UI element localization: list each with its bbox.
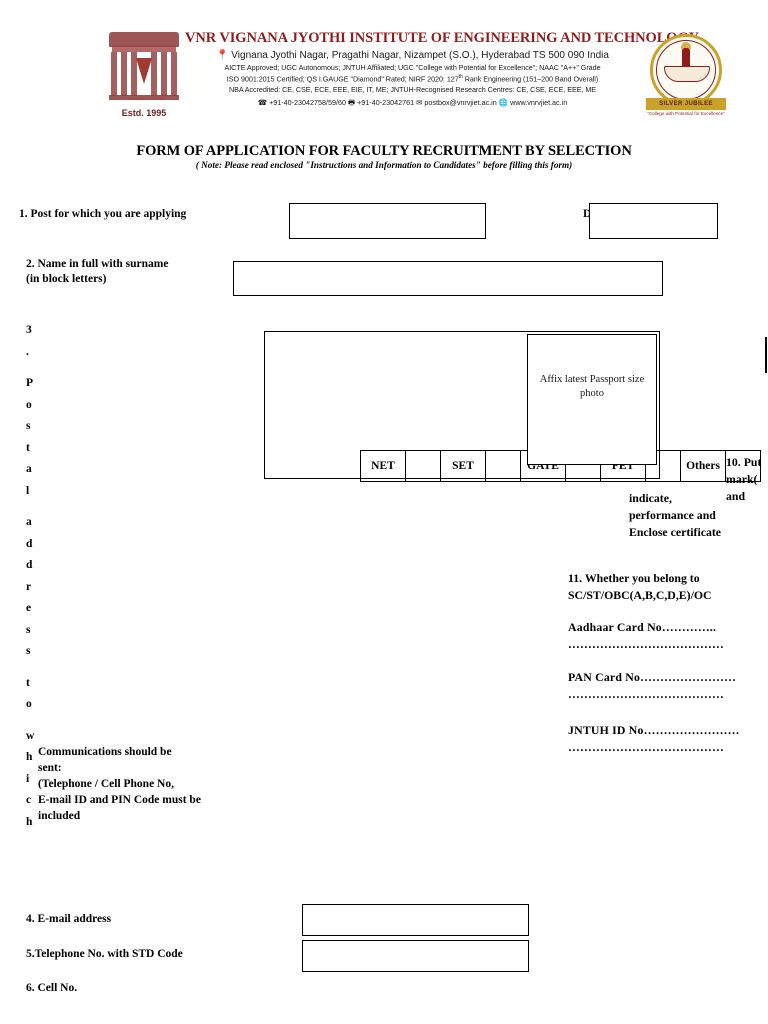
vert-char: h	[26, 815, 33, 828]
vert-gap	[26, 716, 48, 726]
vert-char: c	[26, 794, 32, 806]
question-5-label: 5.Telephone No. with STD Code	[26, 948, 183, 960]
institute-temple-logo: VIGNANA JYOTHI Estd. 1995	[105, 32, 183, 122]
vert-char: d	[26, 559, 33, 571]
phone-icon: ☎	[257, 98, 268, 108]
phone-number: +91-40-23042758/59/60	[269, 98, 347, 108]
vert-char: s	[26, 645, 31, 657]
form-note: ( Note: Please read enclosed "Instructio…	[195, 160, 573, 170]
question-1-partial-label: D	[583, 208, 592, 220]
location-pin-icon: 📍	[216, 50, 229, 61]
email-address-input[interactable]	[302, 904, 529, 936]
institute-address-line: 📍 Vignana Jyothi Nagar, Pragathi Nagar, …	[185, 50, 640, 61]
institute-address-text: Vignana Jyothi Nagar, Pragathi Nagar, Ni…	[231, 50, 609, 61]
pan-card-label: PAN Card No……………………	[568, 670, 737, 684]
jntuh-id-dots[interactable]: …………………………………	[568, 740, 724, 754]
vert-char: e	[26, 602, 32, 614]
institute-name: VNR VIGNANA JYOTHI INSTITUTE OF ENGINEER…	[185, 30, 700, 46]
cell-set-label: SET	[440, 450, 486, 482]
aadhaar-card-label: Aadhaar Card No…………..	[568, 620, 717, 634]
vert-char: .	[26, 345, 29, 358]
right-edge-rule	[765, 337, 767, 373]
accreditation-line-1: AICTE Approved; UGC Autonomous; JNTUH Af…	[224, 63, 601, 72]
vert-char: o	[26, 398, 32, 411]
post-applied-input[interactable]	[289, 203, 486, 239]
vert-char: d	[26, 537, 33, 550]
accreditation-line-2: ISO 9001:2015 Certified; QS I.GAUGE "Dia…	[185, 74, 640, 83]
question-1-label: 1. Post for which you are applying	[19, 208, 187, 220]
temple-logo-graphic: VIGNANA JYOTHI	[109, 32, 179, 104]
question-11-label: 11. Whether you belong to SC/ST/OBC(A,B,…	[568, 571, 712, 602]
question-10-continued-label: indicate, performance and Enclose certif…	[629, 491, 722, 539]
temple-vee-shape	[136, 58, 152, 84]
letterhead-text-block: VNR VIGNANA JYOTHI INSTITUTE OF ENGINEER…	[185, 30, 700, 110]
temple-base-shape	[109, 95, 179, 100]
vert-char: s	[26, 623, 31, 636]
telephone-input[interactable]	[302, 940, 529, 972]
vert-char: 3	[26, 324, 32, 336]
pan-card-dots[interactable]: …………………………………	[568, 687, 724, 701]
contact-line: ☎ +91-40-23042758/59/60 🖶 +91-40-2304276…	[185, 97, 640, 110]
cell-others-label: Others	[680, 450, 726, 482]
vert-char: h	[26, 751, 33, 763]
temple-roof-shape	[109, 32, 179, 47]
jubilee-flame-icon	[681, 42, 691, 52]
vert-char: a	[26, 516, 32, 528]
accreditation-rank-superscript: th	[458, 74, 463, 80]
question-10-cut-label: 10. Put mark( and	[726, 455, 762, 503]
question-6-label: 6. Cell No.	[26, 982, 78, 994]
established-year-label: Estd. 1995	[121, 108, 167, 118]
vert-char: r	[26, 580, 32, 593]
temple-logo-caption: VIGNANA JYOTHI	[127, 96, 165, 101]
jubilee-banner-label: SILVER JUBILEE	[646, 98, 726, 110]
vert-char: t	[26, 676, 30, 689]
jntuh-id-label: JNTUH ID No……………………	[568, 723, 740, 737]
accreditation-line-3: NBA Accredited: CE, CSE, ECE, EEE, EIE, …	[228, 85, 597, 95]
passport-photo-box[interactable]: Affix latest Passport size photo	[527, 334, 657, 465]
jubilee-torch-icon	[682, 48, 690, 70]
vert-gap	[26, 663, 48, 673]
vert-char: i	[26, 772, 30, 785]
right-cut-text-2: me	[641, 372, 768, 389]
letterhead: VIGNANA JYOTHI Estd. 1995 VNR VIGNANA JY…	[105, 30, 730, 125]
full-name-input[interactable]	[233, 261, 663, 296]
temple-columns-group	[111, 52, 177, 96]
question-2-label: 2. Name in full with surname (in block l…	[26, 258, 169, 285]
question-4-label: 4. E-mail address	[26, 913, 112, 925]
fax-icon: 🖶	[348, 98, 356, 108]
question-3-vertical-label: 3 . P o s t a l a d d r e s s t o w h i …	[26, 320, 48, 833]
jubilee-book-icon	[664, 66, 710, 82]
vert-gap	[26, 363, 48, 373]
cell-set-value[interactable]	[485, 450, 521, 482]
cell-net-value[interactable]	[405, 450, 441, 482]
jubilee-subtitle: "College with Potential for Excellence"	[647, 111, 725, 116]
vert-char: w	[26, 729, 35, 742]
aadhaar-card-dots[interactable]: …………………………………	[568, 637, 724, 651]
accreditation-line-2-part-a: ISO 9001:2015 Certified; QS I.GAUGE "Dia…	[226, 74, 459, 84]
website-url: www.vnrvjiet.ac.in	[510, 98, 568, 108]
vert-char: t	[26, 441, 30, 454]
accreditation-line-2-part-b: Rank Engineering (151–200 Band Overall)	[462, 74, 599, 84]
department-input[interactable]	[589, 203, 718, 239]
vert-char: l	[26, 484, 30, 497]
email-icon: ✉	[416, 98, 423, 108]
cell-others-value[interactable]	[725, 450, 761, 482]
communications-note: Communications should be sent: (Telephon…	[38, 746, 201, 822]
vert-char: a	[26, 463, 32, 475]
fax-number: +91-40-23042761	[357, 98, 415, 108]
vert-char: P	[26, 377, 34, 389]
form-title: FORM OF APPLICATION FOR FACULTY RECRUITM…	[136, 143, 632, 159]
vert-gap	[26, 502, 48, 512]
globe-icon: 🌐	[498, 98, 509, 108]
email-address: postbox@vnrvjiet.ac.in	[424, 98, 497, 108]
temple-roof-secondary-shape	[112, 45, 176, 52]
silver-jubilee-logo: SILVER JUBILEE "College with Potential f…	[642, 32, 730, 122]
passport-photo-instruction: Affix latest Passport size photo	[539, 374, 645, 399]
cell-net-label: NET	[360, 450, 406, 482]
right-cut-text-1: ne	[641, 339, 768, 356]
vert-char: s	[26, 420, 31, 432]
vert-char: o	[26, 698, 32, 710]
